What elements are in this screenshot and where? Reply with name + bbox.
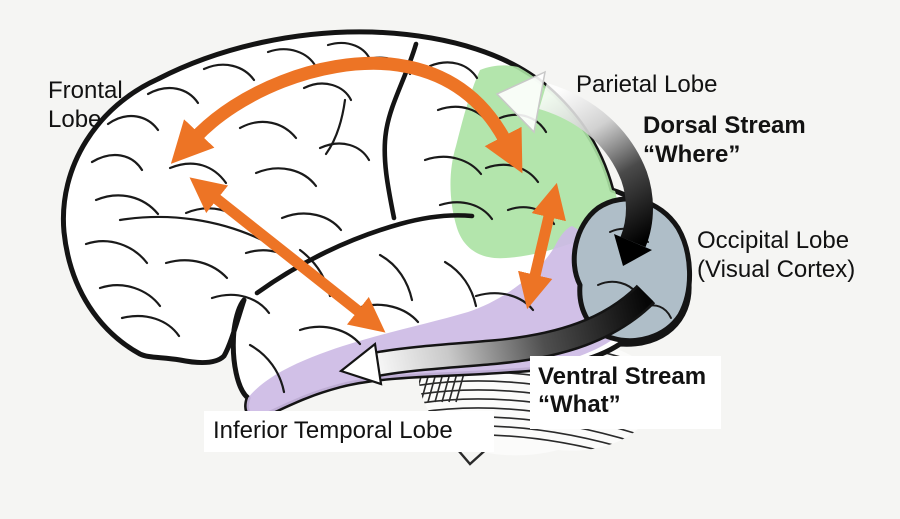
dorsal-white-arrowhead bbox=[495, 70, 546, 134]
parietal-lobe-label: Parietal Lobe bbox=[576, 70, 717, 99]
occipital-lobe-label-line1: Occipital Lobe bbox=[697, 227, 850, 254]
dorsal-stream-arrow bbox=[495, 70, 653, 266]
ventral-stream-label-line2: “What” bbox=[538, 391, 621, 418]
frontal-temporal-diagonal-arrow bbox=[189, 177, 386, 333]
orange-arrows bbox=[170, 56, 566, 333]
occipital-lobe-label: Occipital Lobe (Visual Cortex) bbox=[697, 226, 855, 284]
frontal-lobe-label: Frontal Lobe bbox=[48, 76, 123, 134]
ventral-stream-label-line1: Ventral Stream bbox=[538, 363, 707, 390]
inferior-temporal-lobe-label: Inferior Temporal Lobe bbox=[204, 411, 494, 452]
frontal-lobe-label-line2: Lobe bbox=[48, 106, 102, 133]
dorsal-black-arrowhead bbox=[614, 234, 652, 266]
parietal-temporal-arrow bbox=[518, 182, 566, 310]
ventral-stream-label: Ventral Stream “What” bbox=[530, 356, 721, 429]
ventral-white-arrowhead bbox=[338, 341, 383, 386]
frontal-parietal-arc-arrow bbox=[170, 56, 523, 174]
ventral-stream-arrow bbox=[338, 284, 656, 386]
dorsal-stream-label-line1: Dorsal Stream bbox=[643, 112, 806, 139]
inferior-temporal-lobe-label-text: Inferior Temporal Lobe bbox=[213, 417, 453, 444]
dorsal-stream-label: Dorsal Stream “Where” bbox=[643, 111, 806, 169]
occipital-lobe-label-line2: (Visual Cortex) bbox=[697, 256, 856, 283]
occipital-lobe-region bbox=[571, 196, 692, 344]
parietal-lobe-label-text: Parietal Lobe bbox=[576, 71, 718, 98]
frontal-lobe-label-line1: Frontal bbox=[48, 77, 123, 104]
dorsal-stream-label-line2: “Where” bbox=[643, 141, 741, 168]
